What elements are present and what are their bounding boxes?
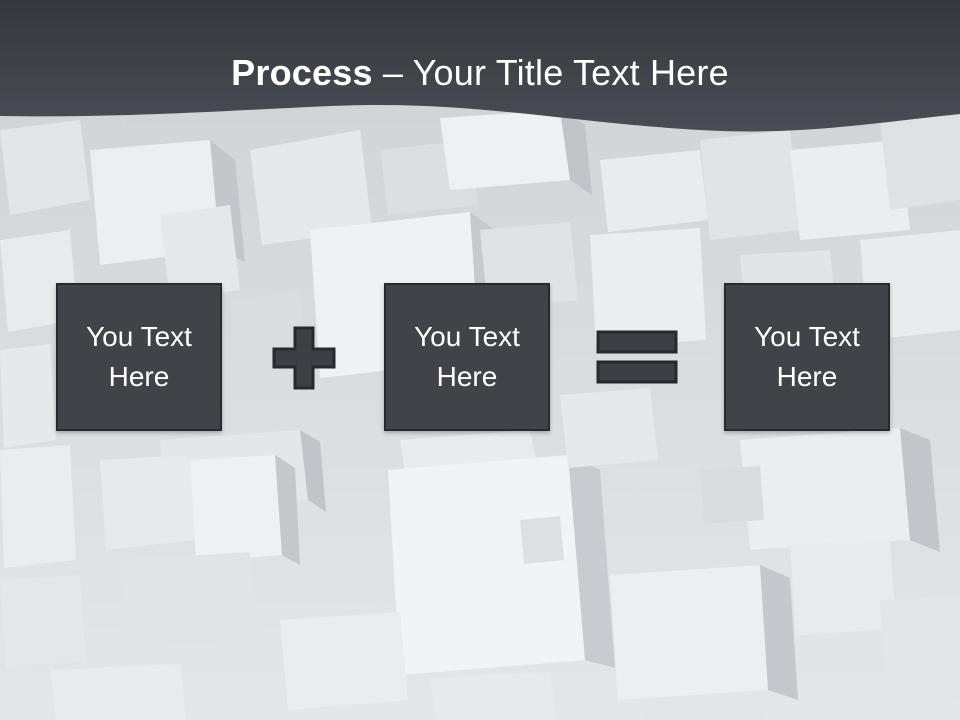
text-box-3-label: You Text Here: [754, 321, 860, 392]
equals-icon: [596, 330, 678, 384]
title-rest: – Your Title Text Here: [372, 52, 729, 93]
header-band: [0, 0, 960, 132]
title-bold: Process: [231, 52, 373, 93]
text-box-2[interactable]: You Text Here: [384, 283, 550, 431]
slide-title: Process – Your Title Text Here: [0, 52, 960, 94]
text-box-1[interactable]: You Text Here: [56, 283, 222, 431]
text-box-3[interactable]: You Text Here: [724, 283, 890, 431]
plus-icon: [272, 326, 336, 390]
text-box-2-label: You Text Here: [414, 321, 520, 392]
text-box-1-label: You Text Here: [86, 321, 192, 392]
